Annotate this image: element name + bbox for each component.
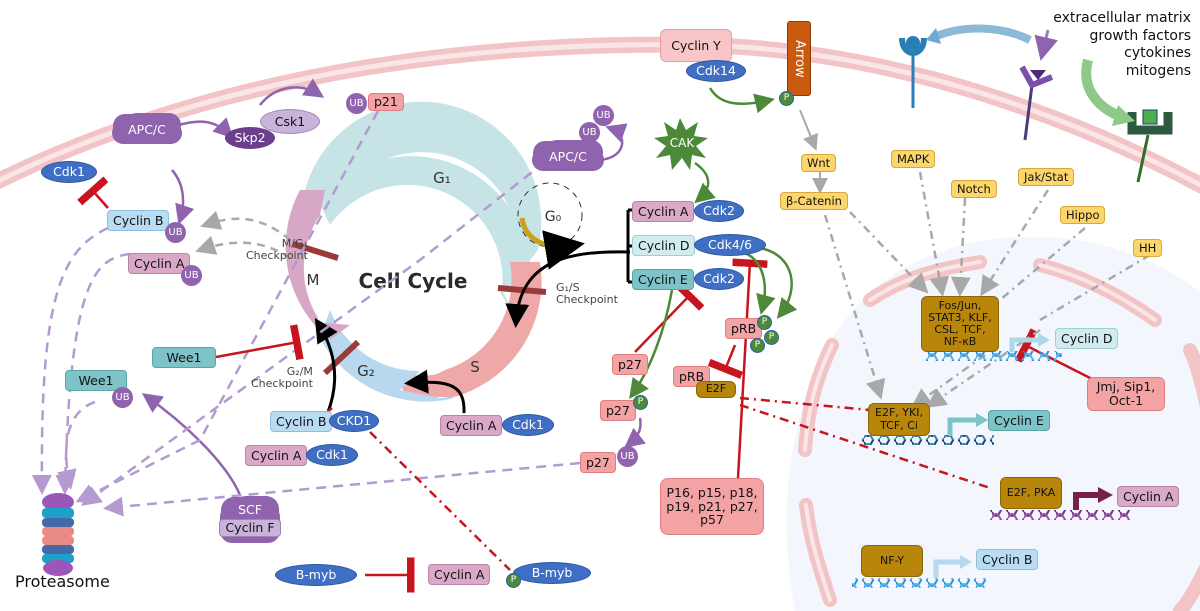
cyclin-b-ckd1-cdk: CKD1	[329, 410, 379, 432]
tf-cyclin-d: Fos/Jun, STAT3, KLF, CSL, TCF, NF-κB	[921, 296, 999, 352]
phospho-prb-3: P	[750, 338, 765, 353]
g1-complex-d-cdk: Cdk4/6	[694, 234, 766, 256]
pathway-beta-catenin: β-Catenin	[780, 192, 848, 210]
dna-cyclin-d	[922, 351, 1062, 361]
g1-complex-d-cyclin: Cyclin D	[632, 235, 696, 256]
cak-label: CAK	[669, 136, 695, 150]
cdk14: Cdk14	[686, 60, 746, 82]
p27-ub: p27	[580, 452, 616, 473]
apc-c-right: APC/C	[538, 144, 598, 170]
g1-complex-e-cdk: Cdk2	[694, 268, 744, 290]
cyclin-a-target: Cyclin A	[428, 564, 491, 585]
p21: p21	[368, 93, 404, 111]
phospho-prb-2: P	[764, 330, 779, 345]
ub-apc-1: UB	[579, 122, 600, 143]
ub-cyclin-a: UB	[181, 265, 202, 286]
proteasome-icon	[42, 493, 74, 576]
cyclin-a-ub: Cyclin A	[128, 253, 191, 274]
cak-star	[654, 118, 708, 170]
phase-g1-label: G₁	[433, 169, 451, 187]
skp2: Skp2	[225, 127, 275, 149]
phospho-bmyb: P	[506, 573, 521, 588]
phase-g2-label: G₂	[357, 362, 375, 380]
p27-free: p27	[612, 354, 648, 375]
g0-loop	[517, 182, 583, 248]
prb-phospho: pRB	[725, 318, 763, 339]
cyclin-d-repressors: Jmj, Sip1, Oct-1	[1087, 377, 1165, 411]
cyclin-a-cdk1-left-cdk: Cdk1	[306, 444, 358, 466]
phospho-p27: P	[633, 395, 648, 410]
checkpoint-g1-s-bar	[497, 285, 547, 295]
pathway-hippo: Hippo	[1060, 206, 1106, 224]
phase-m-arc	[285, 190, 350, 340]
phase-g1-arc	[318, 156, 531, 325]
gene-cyclin-b: Cyclin B	[976, 549, 1039, 570]
cdk1-top: Cdk1	[41, 161, 97, 183]
phospho-prb-1: P	[757, 315, 772, 330]
cki-list: P16, p15, p18, p19, p21, p27, p57	[660, 478, 764, 535]
p27-phospho: p27	[600, 400, 636, 421]
tf-cyclin-a: E2F, PKA	[1000, 477, 1062, 509]
phase-m-label: M	[307, 271, 320, 289]
wee1-ub: Wee1	[65, 370, 127, 391]
phase-g0-label: G₀	[545, 209, 562, 225]
e2f-bound: E2F	[696, 381, 736, 398]
cyclin-f: Cyclin F	[219, 518, 281, 537]
ub-p21: UB	[346, 93, 367, 114]
dna-cyclin-e	[858, 435, 994, 445]
cyclin-a-cdk1-right-cyclin: Cyclin A	[440, 415, 503, 436]
cyclin-b-ckd1-cyclin: Cyclin B	[270, 411, 333, 432]
gene-cyclin-a: Cyclin A	[1117, 486, 1180, 507]
cyclin-y: Cyclin Y	[660, 29, 732, 62]
arrow-receptor: Arrow	[787, 21, 811, 96]
ub-apc-2: UB	[593, 105, 614, 126]
phospho-arrow: P	[779, 91, 794, 106]
bmyb-phospho: B-myb	[513, 562, 591, 584]
g1-complex-a-cyclin: Cyclin A	[632, 201, 695, 222]
checkpoint-g2-m-bar	[322, 339, 361, 376]
apc-c-left: APC/C	[118, 117, 176, 143]
cell-cycle-title: Cell Cycle	[359, 269, 468, 293]
cyclin-a-cdk1-left-cyclin: Cyclin A	[245, 445, 308, 466]
gene-cyclin-d: Cyclin D	[1055, 328, 1119, 349]
gene-cyclin-e: Cyclin E	[988, 410, 1050, 431]
ub-wee1: UB	[112, 387, 133, 408]
g1-complex-a-cdk: Cdk2	[694, 200, 744, 222]
degradation-paths	[31, 110, 581, 517]
receptor-blue	[899, 36, 927, 108]
wee1-active: Wee1	[152, 347, 216, 368]
g0-exit-arrow	[519, 217, 585, 270]
cyclin-a-cdk1-right-cdk: Cdk1	[502, 414, 554, 436]
tf-cyclin-e: E2F, YKI, TCF, Ci	[868, 403, 930, 436]
dna-cyclin-a	[990, 510, 1130, 520]
cyclin-b-ub: Cyclin B	[107, 210, 170, 231]
pathway-notch: Notch	[951, 180, 997, 198]
ligand-list: extracellular matrix growth factors cyto…	[1053, 10, 1191, 79]
pathway-hh: HH	[1133, 239, 1163, 257]
pathway-wnt: Wnt	[801, 154, 837, 172]
ub-cyclin-b: UB	[165, 222, 186, 243]
pathway-mapk: MAPK	[891, 150, 936, 168]
scf-complex: SCF Cyclin F	[219, 500, 281, 542]
tf-cyclin-b: NF-Y	[861, 545, 923, 577]
ub-p27: UB	[617, 446, 638, 467]
dna-cyclin-b	[852, 578, 988, 588]
csk1: Csk1	[260, 109, 320, 134]
phase-s-label: S	[470, 358, 480, 376]
checkpoint-m-g1-bar	[292, 241, 339, 261]
pathway-jak-stat: Jak/Stat	[1018, 168, 1075, 186]
g1-complex-e-cyclin: Cyclin E	[632, 269, 694, 290]
bmyb: B-myb	[275, 564, 357, 586]
proteasome-label: Proteasome	[15, 572, 110, 591]
receptor-purple	[1019, 65, 1054, 141]
